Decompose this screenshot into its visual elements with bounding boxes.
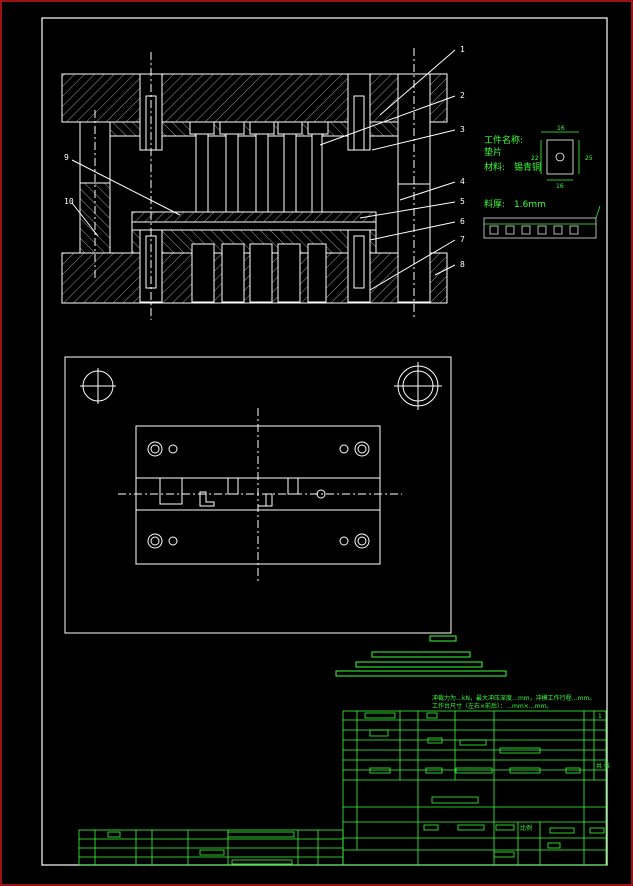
tech-notes: 冲裁力为…kN，最大冲压深度…mm，冲模工作行程…mm。 工作台尺寸（左右×前后… [432,694,595,710]
strip-layout [483,205,601,239]
dim-right: 25 [585,155,593,162]
drawing-number: 1 [598,713,602,720]
workpiece-material-label: 材料: [484,161,505,173]
lower-plate-outline [64,356,452,634]
sheet-label: 共 张 [596,762,610,770]
scale-label: 比例 [520,824,532,832]
callout-1: 1 [460,45,465,54]
workpiece-name-label: 工件名称: [484,134,523,146]
tech-note-2: 工作台尺寸（左右×前后）：…mm×…mm。 [432,702,552,710]
callout-7: 7 [460,235,465,244]
callout-8: 8 [460,260,465,269]
parts-list [78,829,344,866]
workpiece-info: 工件名称: 垫片 材料: 锡青铜 料厚: 1.6mm [484,134,546,210]
dim-left: 22 [531,155,539,162]
callout-10: 10 [64,197,74,206]
workpiece-material-value: 锡青铜 [514,161,541,173]
tech-note-1: 冲裁力为…kN，最大冲压深度…mm，冲模工作行程…mm。 [432,694,595,702]
callout-3: 3 [460,125,465,134]
dim-bottom: 16 [556,183,564,190]
workpiece-thickness-value: 1.6mm [514,200,546,210]
title-block [342,710,607,866]
callout-5: 5 [460,197,465,206]
dim-top: 16 [557,125,565,132]
workpiece-name-value: 垫片 [484,146,502,158]
stacked-bars [335,635,507,677]
plan-view [64,356,452,634]
front-section-view [61,48,456,320]
callout-6: 6 [460,217,465,226]
callout-labels: 1 2 3 4 5 6 7 8 9 10 [64,45,465,269]
stripper-plate [131,211,377,223]
callout-4: 4 [460,177,465,186]
callout-2: 2 [460,91,465,100]
upper-die-plate [61,73,448,123]
callout-9: 9 [64,153,69,162]
workpiece-thickness-label: 料厚: [484,198,505,210]
workpiece-sketch [540,131,580,181]
